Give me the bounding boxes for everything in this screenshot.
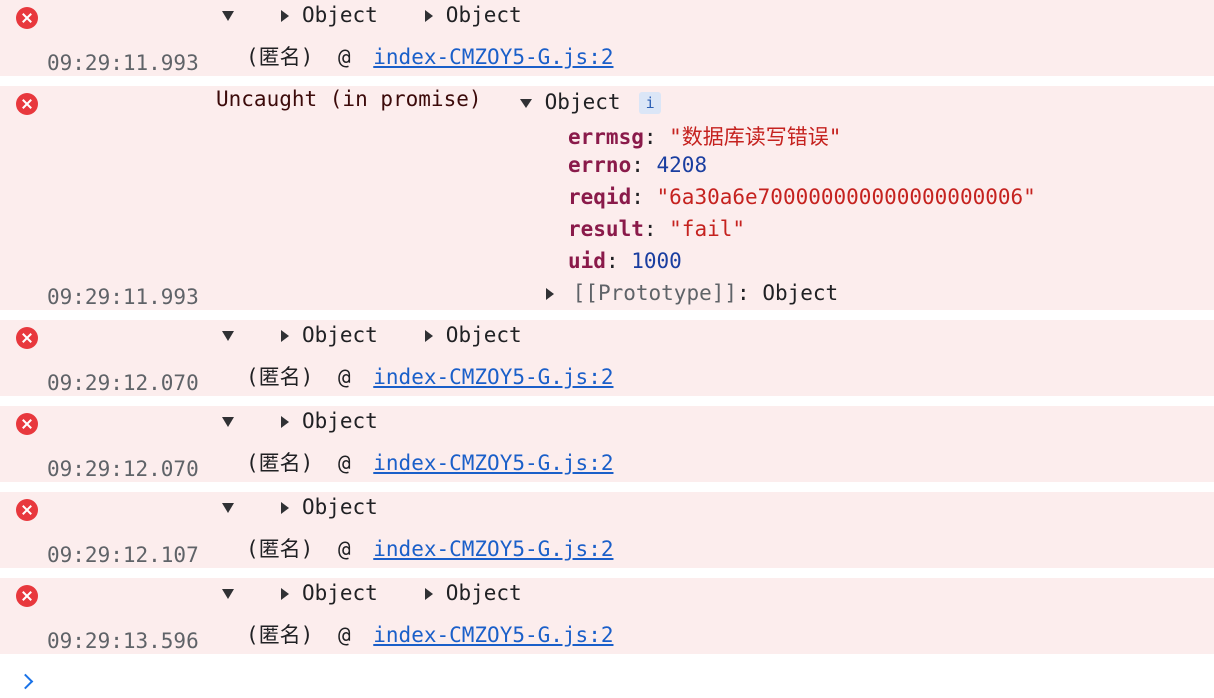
error-icon <box>16 7 38 29</box>
message-summary[interactable]: Object Object <box>222 323 522 347</box>
collapsed-triangle-icon[interactable] <box>281 416 290 428</box>
collapsed-triangle-icon[interactable] <box>546 288 554 300</box>
property-key: uid <box>568 249 606 273</box>
info-icon[interactable]: i <box>639 92 662 114</box>
timestamp: 09:29:12.107 <box>47 543 199 567</box>
object-preview[interactable]: Object <box>301 409 378 433</box>
object-preview[interactable]: Object <box>301 323 378 347</box>
error-icon <box>16 93 38 115</box>
console-message-error: Object Object 09:29:13.596 (匿名) @ index-… <box>0 578 1214 656</box>
source-link[interactable]: index-CMZOY5-G.js:2 <box>373 451 614 475</box>
property-value: 4208 <box>656 153 708 177</box>
stack-frame: (匿名) @ index-CMZOY5-G.js:2 <box>246 447 613 477</box>
console-message-error: Object 09:29:12.107 (匿名) @ index-CMZOY5-… <box>0 492 1214 570</box>
anonymous-function: (匿名) <box>246 451 314 475</box>
timestamp: 09:29:12.070 <box>47 371 199 395</box>
expand-triangle-icon[interactable] <box>222 331 234 341</box>
expand-triangle-icon[interactable] <box>222 503 234 513</box>
error-icon <box>16 327 38 349</box>
collapsed-triangle-icon[interactable] <box>281 330 290 342</box>
at-sign: @ <box>337 45 351 69</box>
anonymous-function: (匿名) <box>246 365 314 389</box>
prototype-value: Object <box>762 281 839 305</box>
console-message-error: Object 09:29:12.070 (匿名) @ index-CMZOY5-… <box>0 406 1214 484</box>
collapsed-triangle-icon[interactable] <box>425 10 434 22</box>
uncaught-prefix: Uncaught (in promise) <box>216 87 482 111</box>
collapsed-triangle-icon[interactable] <box>425 588 434 600</box>
source-link[interactable]: index-CMZOY5-G.js:2 <box>373 623 614 647</box>
expanded-triangle-icon[interactable] <box>520 98 532 108</box>
object-preview[interactable]: Object <box>301 581 378 605</box>
timestamp: 09:29:12.070 <box>47 457 199 481</box>
stack-frame: (匿名) @ index-CMZOY5-G.js:2 <box>246 361 613 391</box>
at-sign: @ <box>337 537 351 561</box>
timestamp: 09:29:11.993 <box>47 51 199 75</box>
at-sign: @ <box>337 451 351 475</box>
property-row: reqid: "6a30a6e700000000000000000006" <box>568 185 1036 209</box>
collapsed-triangle-icon[interactable] <box>425 330 434 342</box>
object-label[interactable]: Object <box>544 90 621 114</box>
expand-triangle-icon[interactable] <box>222 589 234 599</box>
console-message-error: Object Object 09:29:11.993 (匿名) @ index-… <box>0 0 1214 78</box>
at-sign: @ <box>337 623 351 647</box>
error-icon <box>16 585 38 607</box>
anonymous-function: (匿名) <box>246 45 314 69</box>
message-summary[interactable]: Object Object <box>222 3 522 27</box>
anonymous-function: (匿名) <box>246 537 314 561</box>
source-link[interactable]: index-CMZOY5-G.js:2 <box>373 537 614 561</box>
property-row: uid: 1000 <box>568 249 682 273</box>
object-preview[interactable]: Object <box>445 3 522 27</box>
error-icon <box>16 499 38 521</box>
stack-frame: (匿名) @ index-CMZOY5-G.js:2 <box>246 41 613 71</box>
error-icon <box>16 413 38 435</box>
collapsed-triangle-icon[interactable] <box>281 588 290 600</box>
collapsed-triangle-icon[interactable] <box>281 502 290 514</box>
message-summary[interactable]: Object <box>222 495 378 519</box>
prototype-key: [[Prototype]] <box>572 281 738 305</box>
object-preview[interactable]: Object <box>445 323 522 347</box>
stack-frame: (匿名) @ index-CMZOY5-G.js:2 <box>246 533 613 563</box>
expand-triangle-icon[interactable] <box>222 11 234 21</box>
property-value: "fail" <box>669 217 746 241</box>
at-sign: @ <box>337 365 351 389</box>
console-message-error: Uncaught (in promise) Object i errmsg: "… <box>0 86 1214 312</box>
property-value: "数据库读写错误" <box>669 125 842 149</box>
timestamp: 09:29:11.993 <box>47 285 199 309</box>
property-row: errmsg: "数据库读写错误" <box>568 125 842 149</box>
message-summary[interactable]: Object Object <box>222 581 522 605</box>
source-link[interactable]: index-CMZOY5-G.js:2 <box>373 365 614 389</box>
collapsed-triangle-icon[interactable] <box>281 10 290 22</box>
property-key: result <box>568 217 644 241</box>
property-value: 1000 <box>631 249 682 273</box>
console-message-error: Object Object 09:29:12.070 (匿名) @ index-… <box>0 320 1214 398</box>
stack-frame: (匿名) @ index-CMZOY5-G.js:2 <box>246 619 613 649</box>
property-key: errno <box>568 153 632 177</box>
property-row: result: "fail" <box>568 217 746 241</box>
property-key: errmsg <box>568 125 644 149</box>
message-summary[interactable]: Object <box>222 409 378 433</box>
object-preview[interactable]: Object <box>301 495 378 519</box>
source-link[interactable]: index-CMZOY5-G.js:2 <box>373 45 614 69</box>
property-value: "6a30a6e700000000000000000006" <box>656 185 1036 209</box>
object-preview[interactable]: Object <box>301 3 378 27</box>
prototype-row[interactable]: [[Prototype]]: Object <box>546 281 838 305</box>
expand-triangle-icon[interactable] <box>222 417 234 427</box>
property-key: reqid <box>568 185 632 209</box>
object-header[interactable]: Object i <box>520 90 662 114</box>
object-preview[interactable]: Object <box>445 581 522 605</box>
property-row: errno: 4208 <box>568 153 708 177</box>
timestamp: 09:29:13.596 <box>47 629 199 653</box>
anonymous-function: (匿名) <box>246 623 314 647</box>
